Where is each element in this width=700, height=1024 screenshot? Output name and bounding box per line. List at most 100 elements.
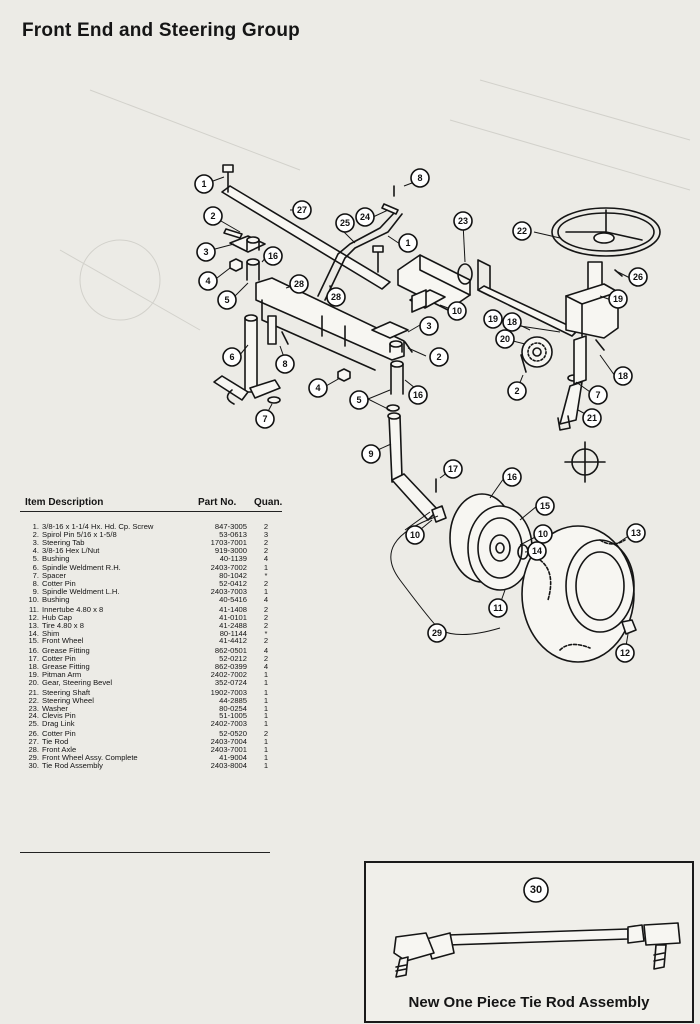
svg-text:18: 18 bbox=[618, 371, 628, 381]
svg-text:19: 19 bbox=[613, 294, 623, 304]
svg-text:29: 29 bbox=[432, 628, 442, 638]
table-row: 12.Hub Cap 41-0101 2 bbox=[25, 612, 287, 622]
header-quantity: Quan. bbox=[254, 497, 283, 508]
svg-text:2: 2 bbox=[514, 386, 519, 396]
item-description: Cotter Pin bbox=[42, 654, 76, 664]
quantity: 4 bbox=[263, 553, 269, 563]
quantity: 2 bbox=[263, 522, 269, 531]
svg-text:16: 16 bbox=[413, 390, 423, 400]
table-footer-divider bbox=[20, 852, 270, 853]
part-number: 2403-7003 bbox=[210, 587, 247, 597]
item-number: 6. bbox=[32, 563, 39, 573]
callout-18-b: 18 bbox=[613, 366, 633, 386]
item-description: Steering Tab bbox=[42, 537, 85, 547]
wheel-assembly-bracket bbox=[390, 515, 501, 635]
svg-text:22: 22 bbox=[517, 226, 527, 236]
callout-18-a: 18 bbox=[502, 312, 522, 332]
svg-text:2: 2 bbox=[436, 352, 441, 362]
part-number: 80-1042 bbox=[219, 571, 247, 581]
svg-text:1: 1 bbox=[405, 238, 410, 248]
item-number: 2. bbox=[32, 529, 39, 539]
svg-text:7: 7 bbox=[262, 414, 267, 424]
item-number: 4. bbox=[32, 545, 39, 555]
quantity: 2 bbox=[263, 545, 269, 555]
svg-text:24: 24 bbox=[360, 212, 370, 222]
svg-text:17: 17 bbox=[448, 464, 458, 474]
callout-13: 13 bbox=[626, 523, 646, 543]
item-description: Bushing bbox=[42, 553, 70, 563]
callout-16-b: 16 bbox=[408, 385, 428, 405]
part-number: 80-1144 bbox=[219, 628, 247, 638]
item-description: Front Wheel Assy. Complete bbox=[42, 752, 138, 762]
item-description: Steering Shaft bbox=[42, 687, 91, 697]
inset-caption: New One Piece Tie Rod Assembly bbox=[408, 994, 650, 1011]
callout-19-a: 19 bbox=[483, 309, 503, 329]
item-number: 15. bbox=[28, 636, 39, 646]
item-number: 9. bbox=[32, 587, 39, 597]
item-description: Innertube 4.80 x 8 bbox=[42, 604, 104, 614]
item-description: Washer bbox=[42, 703, 68, 713]
svg-text:11: 11 bbox=[493, 603, 503, 613]
callout-8-a: 8 bbox=[275, 354, 295, 374]
item-number: 10. bbox=[28, 595, 39, 605]
quantity: 2 bbox=[263, 612, 269, 622]
part-number: 52-0412 bbox=[219, 579, 247, 589]
callout-21: 21 bbox=[582, 408, 602, 428]
svg-text:28: 28 bbox=[331, 292, 341, 302]
part-number: 41-0101 bbox=[219, 612, 247, 622]
svg-text:7: 7 bbox=[595, 390, 600, 400]
drag-link-part bbox=[317, 211, 403, 301]
header-item-description: Item Description bbox=[25, 497, 104, 508]
item-number: 27. bbox=[28, 737, 39, 747]
svg-text:10: 10 bbox=[410, 530, 420, 540]
quantity: 1 bbox=[263, 719, 269, 729]
item-number: 24. bbox=[28, 711, 39, 721]
svg-text:28: 28 bbox=[294, 279, 304, 289]
hex-nut-right bbox=[337, 368, 351, 382]
item-number: 14. bbox=[28, 628, 39, 638]
bushings bbox=[246, 236, 404, 412]
quantity: 4 bbox=[263, 662, 269, 672]
callout-12: 12 bbox=[615, 643, 635, 663]
item-number: 12. bbox=[28, 612, 39, 622]
item-description: Cotter Pin bbox=[42, 579, 76, 589]
svg-text:26: 26 bbox=[633, 272, 643, 282]
callout-3-a: 3 bbox=[196, 242, 216, 262]
steering-tab-right bbox=[371, 321, 409, 339]
spindle-weldment-rh bbox=[213, 314, 281, 405]
page-title: Front End and Steering Group bbox=[22, 20, 300, 41]
quantity: 1 bbox=[263, 737, 269, 747]
part-number: 41-9004 bbox=[219, 752, 247, 762]
item-description: Bushing bbox=[42, 595, 70, 605]
part-number: 919-3000 bbox=[214, 545, 247, 555]
front-axle-part bbox=[255, 277, 405, 371]
svg-text:13: 13 bbox=[631, 528, 641, 538]
item-description: Hub Cap bbox=[42, 612, 72, 622]
part-number: 53-0613 bbox=[219, 529, 247, 539]
header-divider bbox=[20, 511, 282, 512]
svg-text:10: 10 bbox=[538, 529, 548, 539]
svg-text:8: 8 bbox=[417, 173, 422, 183]
quantity: 1 bbox=[263, 760, 269, 770]
callout-15: 15 bbox=[535, 496, 555, 516]
quantity: 1 bbox=[263, 587, 269, 597]
quantity: 1 bbox=[263, 752, 269, 762]
item-number: 25. bbox=[28, 719, 39, 729]
item-number: 18. bbox=[28, 662, 39, 672]
part-number: 352-0724 bbox=[214, 677, 247, 687]
part-number: 2403-7004 bbox=[210, 737, 247, 747]
quantity: 3 bbox=[263, 529, 269, 539]
svg-text:23: 23 bbox=[458, 216, 468, 226]
